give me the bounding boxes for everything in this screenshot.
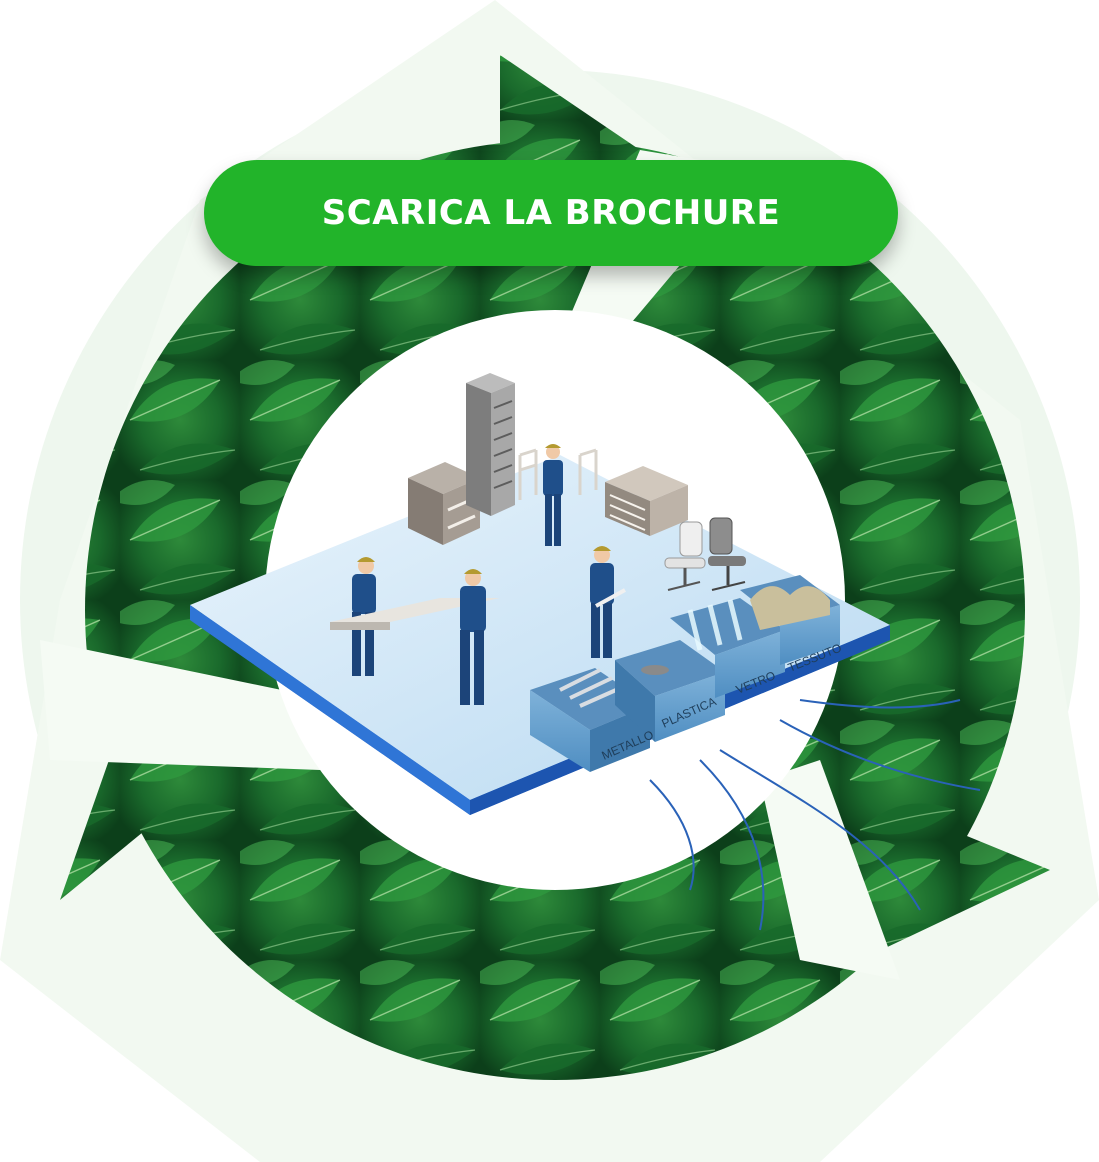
drawer-cabinet-icon (605, 466, 688, 536)
wooden-chair-icon (518, 448, 598, 500)
recycling-bin-icon (740, 575, 840, 665)
server-rack-icon (466, 373, 515, 516)
recycling-bin-icon (615, 640, 725, 742)
office-chair-icon (664, 517, 746, 591)
network-lines (649, 699, 981, 931)
worker-figure-icon (330, 444, 626, 705)
recycling-bins: METALLO PLASTICA VETRO TESSUTO (530, 575, 843, 772)
download-brochure-button[interactable]: SCARICA LA BROCHURE (204, 160, 898, 266)
